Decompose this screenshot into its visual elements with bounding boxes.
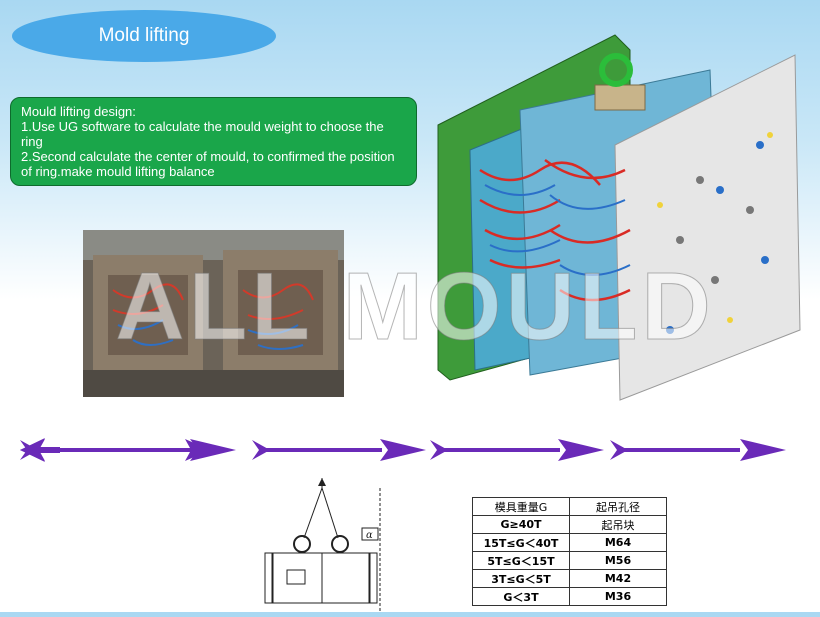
weight-cell: 3T≤G＜5T	[472, 569, 570, 588]
process-arrow-a	[20, 440, 38, 460]
hole-cell: M36	[569, 587, 667, 606]
process-arrow-b-shaft	[262, 448, 382, 452]
table-header-row: 模具重量G 起吊孔径	[472, 497, 667, 516]
mold-3d-illustration	[437, 34, 801, 401]
hole-cell: M64	[569, 533, 667, 552]
design-step-1: 1.Use UG software to calculate the mould…	[21, 119, 384, 149]
title-banner: Mold lifting	[12, 10, 276, 62]
process-arrows	[20, 438, 786, 462]
table-row: 3T≤G＜5T M42	[472, 569, 667, 588]
table-row: 15T≤G＜40T M64	[472, 533, 667, 552]
process-arrow-c	[430, 440, 448, 460]
process-arrow-d	[610, 440, 628, 460]
weight-cell: G≥40T	[472, 515, 570, 534]
process-arrow-c-head	[558, 439, 604, 461]
process-arrow-c-shaft	[440, 448, 560, 452]
process-arrow-a-head	[190, 439, 236, 461]
process-arrow-d-head	[740, 439, 786, 461]
process-arrow-b	[252, 440, 270, 460]
lifting-design-box: Mould lifting design: 1.Use UG software …	[10, 97, 417, 186]
lifting-diagram: α	[262, 478, 392, 612]
weight-cell: 15T≤G＜40T	[472, 533, 570, 552]
table-row: G＜3T M36	[472, 587, 667, 606]
design-step-2: 2.Second calculate the center of mould, …	[21, 149, 395, 179]
angle-label: α	[366, 530, 373, 541]
header-mold-weight: 模具重量G	[472, 497, 570, 516]
header-lifting-hole: 起吊孔径	[569, 497, 667, 516]
process-arrow-d-shaft	[620, 448, 740, 452]
hole-cell: M56	[569, 551, 667, 570]
hole-cell: 起吊块	[569, 515, 667, 534]
design-heading: Mould lifting design:	[21, 104, 136, 119]
process-arrow-a-shaft	[30, 448, 200, 452]
process-arrow-b-head	[380, 439, 426, 461]
weight-cell: G＜3T	[472, 587, 570, 606]
table-row: 5T≤G＜15T M56	[472, 551, 667, 570]
lifting-spec-table: 模具重量G 起吊孔径 G≥40T 起吊块 15T≤G＜40T M64 5T≤G＜…	[472, 497, 667, 606]
page-title: Mold lifting	[98, 25, 190, 46]
hole-cell: M42	[569, 569, 667, 588]
weight-cell: 5T≤G＜15T	[472, 551, 570, 570]
factory-photo	[83, 230, 344, 397]
table-row: G≥40T 起吊块	[472, 515, 667, 534]
